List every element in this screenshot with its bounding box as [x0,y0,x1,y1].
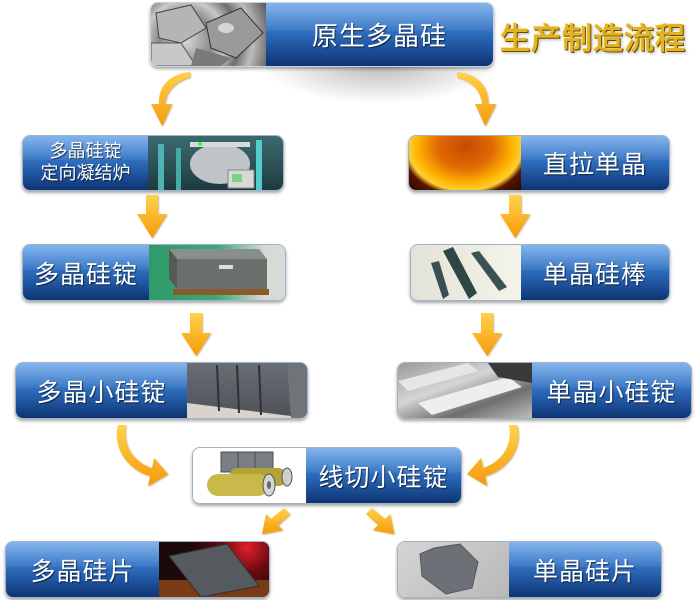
mono-small-ingot-image [398,363,532,418]
mono-rod-image [411,245,521,300]
arrow-icon [262,508,290,534]
top-node-shadow [260,64,500,104]
mono-small-ingot-text: 单晶小硅锭 [546,377,677,407]
node-raw-polysilicon: 原生多晶硅 [150,2,494,67]
arrow-icon [137,195,167,238]
poly-small-ingot-text: 多晶小硅锭 [36,377,167,407]
czochralski-image [409,136,521,190]
poly-wafer-image [159,542,269,597]
wire-cut-image [193,448,306,503]
node-mono-small-ingot: 单晶小硅锭 [397,362,692,419]
raw-polysilicon-label: 原生多晶硅 [266,3,493,66]
poly-ingot-text: 多晶硅锭 [33,259,138,289]
arrow-icon [116,425,168,486]
node-poly-small-ingot: 多晶小硅锭 [15,362,308,419]
arrow-icon [151,72,190,126]
node-wire-cut: 线切小硅锭 [192,447,462,504]
wire-cut-text: 线切小硅锭 [318,462,449,492]
wire-cut-label: 线切小硅锭 [306,448,461,503]
page-title: 生产制造流程 [500,22,686,57]
mono-wafer-text: 单晶硅片 [532,556,637,586]
arrow-icon [457,72,496,126]
poly-wafer-label: 多晶硅片 [6,542,159,597]
arrow-icon [366,508,394,534]
mono-small-ingot-label: 单晶小硅锭 [532,363,691,418]
node-poly-ingot: 多晶硅锭 [22,244,286,301]
node-mono-wafer: 单晶硅片 [397,541,662,598]
arrow-icon [181,313,211,356]
czochralski-label: 直拉单晶 [521,136,669,190]
arrow-icon [472,313,502,356]
arrow-icon [467,425,519,486]
mono-rod-text: 单晶硅棒 [542,259,647,289]
node-mono-rod: 单晶硅棒 [410,244,670,301]
poly-wafer-text: 多晶硅片 [30,556,135,586]
poly-small-ingot-image [187,363,307,418]
raw-polysilicon-text: 原生多晶硅 [311,22,447,52]
dss-furnace-image [148,136,283,190]
node-poly-wafer: 多晶硅片 [5,541,270,598]
mono-wafer-label: 单晶硅片 [509,542,661,597]
dss-furnace-text-line2: 定向凝结炉 [40,163,131,184]
mono-wafer-image [398,542,509,597]
poly-ingot-label: 多晶硅锭 [23,245,149,300]
dss-furnace-label: 多晶硅锭 定向凝结炉 [23,136,148,190]
poly-ingot-image [149,245,285,300]
czochralski-text: 直拉单晶 [542,150,647,179]
poly-small-ingot-label: 多晶小硅锭 [16,363,187,418]
arrow-icon [500,195,530,238]
mono-rod-label: 单晶硅棒 [521,245,669,300]
dss-furnace-text-line1: 多晶硅锭 [49,141,122,162]
node-dss-furnace: 多晶硅锭 定向凝结炉 [22,135,284,191]
node-czochralski: 直拉单晶 [408,135,670,191]
raw-polysilicon-image [151,3,266,66]
